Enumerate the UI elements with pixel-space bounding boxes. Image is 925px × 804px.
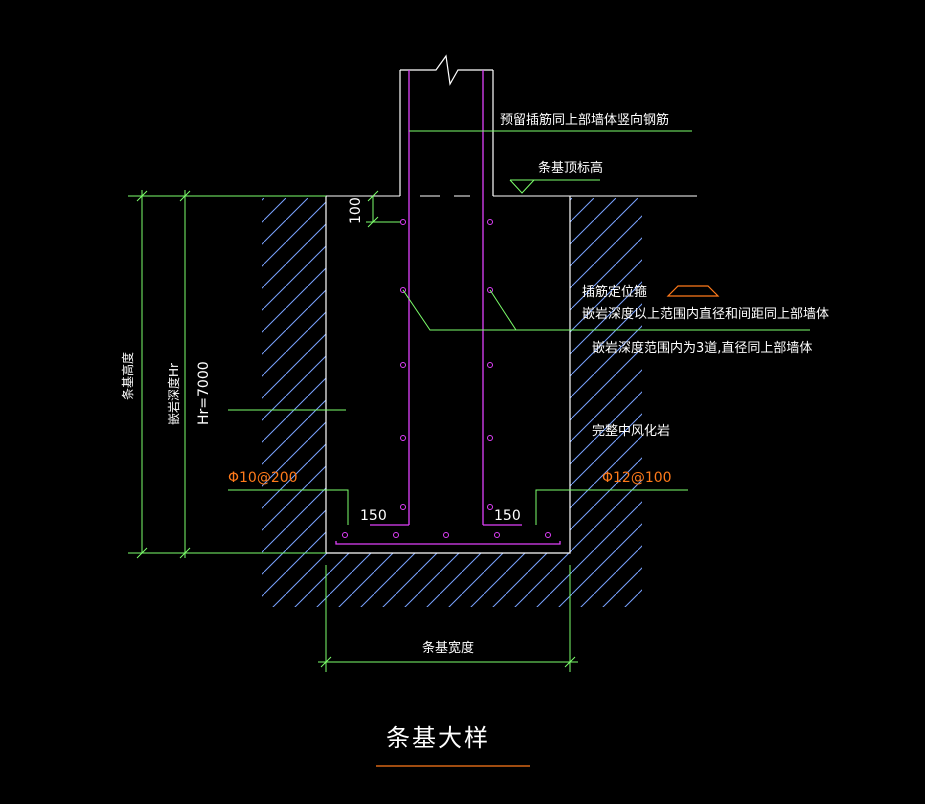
label-rebar-right: Φ12@100	[602, 470, 672, 486]
label-embed: 嵌岩深度Hr	[166, 363, 181, 425]
label-stirrup-within: 嵌岩深度范围内为3道,直径同上部墙体	[592, 340, 812, 356]
label-embed-value: Hr=7000	[196, 361, 212, 425]
label-rock: 完整中风化岩	[592, 424, 670, 439]
rebar	[335, 70, 561, 545]
upper-wall	[399, 54, 494, 196]
foundation-outline	[325, 196, 571, 554]
label-cover-right: 150	[494, 508, 521, 524]
label-width: 条基宽度	[422, 640, 474, 656]
label-rebar-left: Φ10@200	[228, 470, 298, 486]
label-cover-left: 150	[360, 508, 387, 524]
label-dowel-stirrup: 插筋定位箍	[582, 284, 647, 300]
label-reserved-dowel: 预留插筋同上部墙体竖向钢筋	[500, 112, 669, 128]
dimension-lines	[128, 130, 810, 672]
rock-hatching	[262, 198, 642, 607]
rebar-dots	[342, 219, 551, 538]
label-top-offset: 100	[348, 197, 364, 224]
stirrup-symbol-icon	[666, 285, 720, 297]
bottom-mesh	[335, 541, 561, 545]
label-top-elevation: 条基顶标高	[538, 160, 603, 176]
drawing-title: 条基大样	[386, 724, 490, 752]
label-stirrup-above: 嵌岩深度以上范围内直径和间距同上部墙体	[582, 306, 829, 322]
label-height: 条基高度	[120, 352, 135, 400]
